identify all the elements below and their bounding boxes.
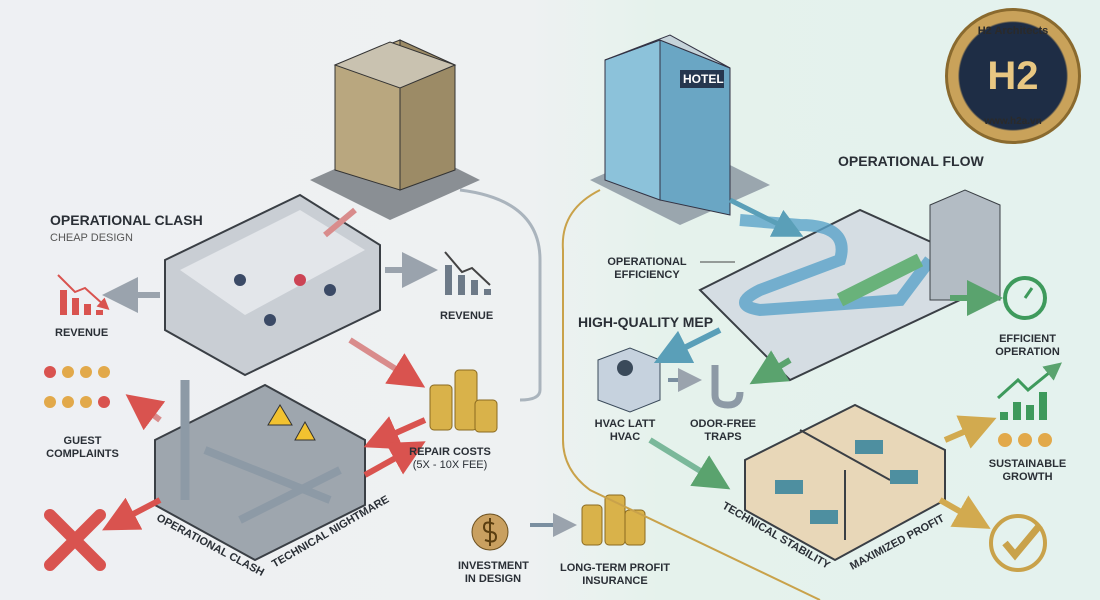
- money-bag-icon: [471, 513, 509, 551]
- revenue-label-left: REVENUE: [55, 327, 109, 339]
- repair-costs-note: (5x - 10x FEE): [412, 459, 488, 471]
- revenue-down-chart-icon: [57, 274, 110, 315]
- hotel-building-icon: [590, 34, 770, 225]
- revenue-down-chart-gray-icon: [444, 251, 491, 295]
- flow-arrows: [102, 188, 821, 600]
- repair-costs-label: REPAIR COSTS: [409, 446, 491, 458]
- gold-check-icon: [989, 514, 1047, 572]
- long-term-profit-insurance-label: LONG-TERM PROFIT INSURANCE: [560, 562, 670, 587]
- hotel-sign: HOTEL: [683, 72, 724, 86]
- old-building-icon: [310, 39, 480, 220]
- unhappy-guests-icon: [44, 366, 110, 408]
- section-subtitle-cheap-design: CHEAP DESIGN: [50, 232, 133, 244]
- warning-icon: [267, 404, 293, 426]
- revenue-label-right: REVENUE: [440, 310, 494, 322]
- growth-chart-icon: [996, 362, 1062, 447]
- coins-stack-icon-2: [581, 494, 646, 546]
- operational-flow-platform-icon: [698, 189, 1001, 382]
- high-quality-mep-title: HIGH-QUALITY MEP: [578, 314, 714, 330]
- sustainable-growth-label: SUSTAINABLE GROWTH: [988, 458, 1067, 483]
- operational-efficiency-label: OPERATIONAL EFFICIENCY: [607, 256, 687, 281]
- red-x-icon: [44, 509, 106, 571]
- section-title-operational-clash: OPERATIONAL CLASH: [50, 212, 203, 228]
- logo-url: www.h2a.vn: [984, 116, 1042, 127]
- h2-architects-logo: H2 Architects H2 www.h2a.vn: [945, 8, 1081, 144]
- warning-icon: [294, 420, 316, 441]
- operational-flow-title: OPERATIONAL FLOW: [838, 153, 984, 169]
- investment-in-design-label: INVESTMENT IN DESIGN: [458, 560, 529, 585]
- flow-arrows-right: [648, 197, 1003, 529]
- odor-free-traps-label: ODOR-FREE TRAPS: [690, 418, 756, 443]
- logo-name: H2 Architects: [977, 25, 1049, 37]
- guest-complaints-label: GUEST COMPLAINTS: [46, 435, 119, 460]
- odor-free-trap-icon: [711, 365, 744, 409]
- hvac-label: HVAC LATT HVAC: [594, 418, 656, 443]
- efficient-operation-label: EFFICIENT OPERATION: [995, 333, 1060, 358]
- coins-stack-icon: [429, 369, 498, 433]
- crowded-lobby-icon: [164, 193, 381, 377]
- technical-basement-icon: [154, 380, 366, 562]
- stopwatch-icon: [1003, 276, 1047, 320]
- hvac-unit-icon: [597, 347, 661, 413]
- logo-mark: H2: [987, 53, 1039, 98]
